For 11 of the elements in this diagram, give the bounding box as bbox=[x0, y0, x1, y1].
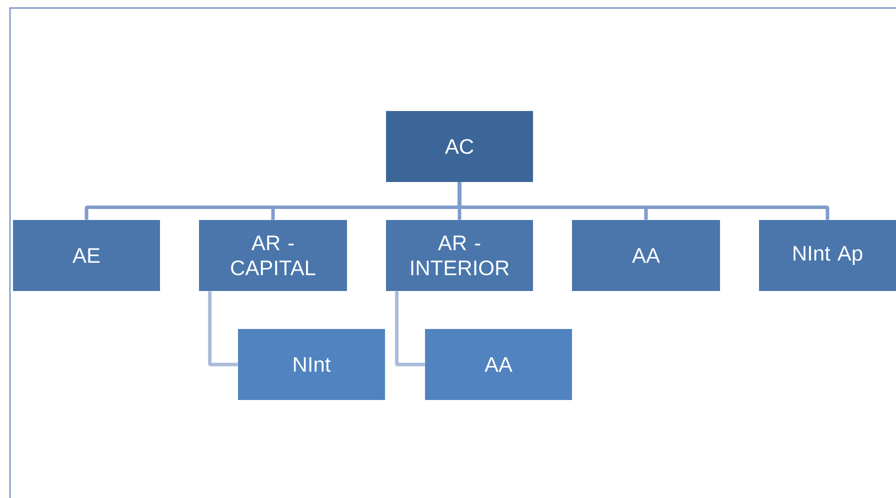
connector bbox=[208, 291, 238, 366]
org-box: AA bbox=[572, 220, 720, 291]
org-box: AC bbox=[386, 111, 533, 182]
org-box: NInt Ap bbox=[759, 220, 896, 291]
connector bbox=[458, 182, 830, 220]
connector bbox=[395, 291, 425, 366]
org-box: NInt bbox=[238, 329, 385, 400]
org-box: AR - INTERIOR bbox=[386, 220, 533, 291]
org-box: AR - CAPITAL bbox=[199, 220, 347, 291]
org-box: AE bbox=[13, 220, 160, 291]
org-box: AA bbox=[425, 329, 572, 400]
